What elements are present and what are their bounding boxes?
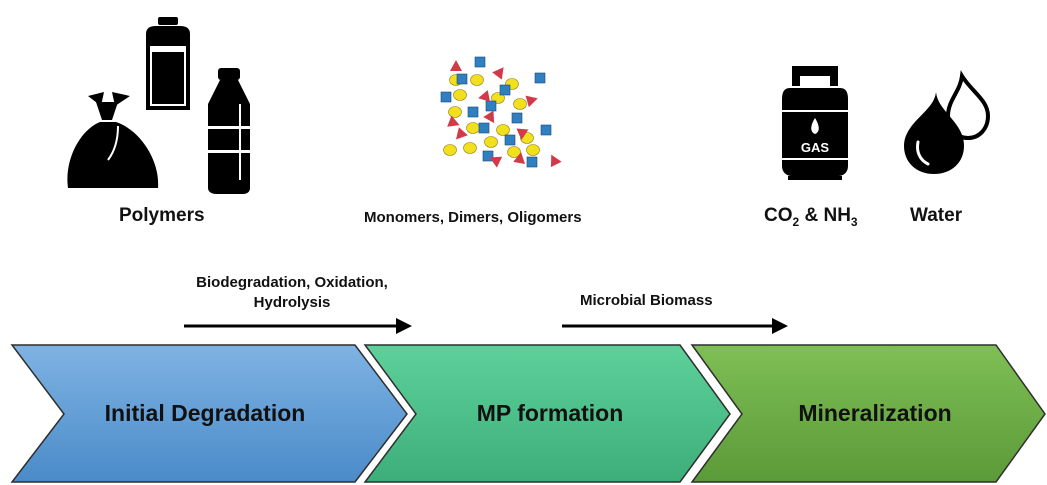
stage-chevron-mp-formation	[363, 344, 731, 483]
stage-chevron-mineralization	[690, 344, 1046, 483]
label-process-1: Biodegradation, Oxidation, Hydrolysis	[170, 273, 414, 313]
particle-square	[504, 134, 516, 146]
label-process-1-line1: Biodegradation, Oxidation,	[196, 274, 388, 291]
particle-triangle	[483, 110, 495, 124]
particle-triangle	[478, 90, 491, 102]
label-polymers: Polymers	[119, 205, 205, 226]
gas-cylinder-icon: GAS	[782, 66, 848, 180]
particle-circle	[448, 106, 462, 118]
process-arrow-1	[184, 318, 412, 334]
nh-text: & NH	[799, 205, 851, 226]
bottle-icon	[208, 68, 250, 194]
particle-circle	[443, 144, 457, 156]
flame-icon	[811, 118, 819, 134]
particle-triangle	[550, 154, 562, 168]
label-water: Water	[910, 205, 963, 226]
particle-square	[456, 73, 468, 85]
particle-square	[474, 56, 486, 68]
particle-circle	[453, 89, 467, 101]
particle-triangle	[447, 115, 460, 127]
particles-icon	[440, 56, 562, 168]
water-drops-icon	[904, 70, 991, 174]
particle-square	[511, 112, 523, 124]
particle-triangle	[455, 127, 468, 140]
stage-label-initial-degradation: Initial Degradation	[104, 400, 306, 426]
process-arrow-2	[562, 318, 788, 334]
particle-circle	[513, 98, 527, 110]
nh-subscript: 3	[850, 214, 858, 229]
particle-circle	[463, 142, 477, 154]
particle-square	[534, 72, 546, 84]
particle-triangle	[513, 152, 526, 164]
particle-circle	[466, 122, 480, 134]
particle-square	[482, 150, 494, 162]
stage-label-mp-formation: MP formation	[476, 400, 624, 426]
gas-text: GAS	[801, 140, 830, 155]
garbage-bag-icon	[67, 92, 159, 188]
particle-triangle	[489, 156, 503, 168]
stage-chevron-initial-degradation	[10, 344, 408, 483]
particle-square	[499, 84, 511, 96]
particle-square	[440, 91, 452, 103]
particle-square	[485, 100, 497, 112]
label-process-1-line2: Hydrolysis	[253, 294, 331, 311]
particle-circle	[507, 146, 521, 158]
particle-circle	[496, 124, 510, 136]
particle-square	[540, 124, 552, 136]
particle-circle	[526, 144, 540, 156]
label-co2-nh3: CO2 & NH3	[764, 205, 858, 229]
particle-triangle	[492, 67, 504, 80]
particle-triangle	[450, 60, 462, 71]
polymers-icon	[67, 17, 250, 194]
particle-triangle	[516, 128, 529, 140]
jar-icon	[146, 17, 190, 110]
particle-square	[478, 122, 490, 134]
label-process-2: Microbial Biomass	[580, 292, 713, 309]
co-text: CO	[764, 205, 793, 226]
particle-square	[526, 156, 538, 168]
label-monomers: Monomers, Dimers, Oligomers	[364, 209, 582, 226]
stage-label-mineralization: Mineralization	[798, 400, 952, 426]
particle-square	[467, 106, 479, 118]
particle-circle	[470, 74, 484, 86]
particle-triangle	[525, 95, 538, 108]
co-subscript: 2	[792, 214, 800, 229]
particle-circle	[484, 136, 498, 148]
